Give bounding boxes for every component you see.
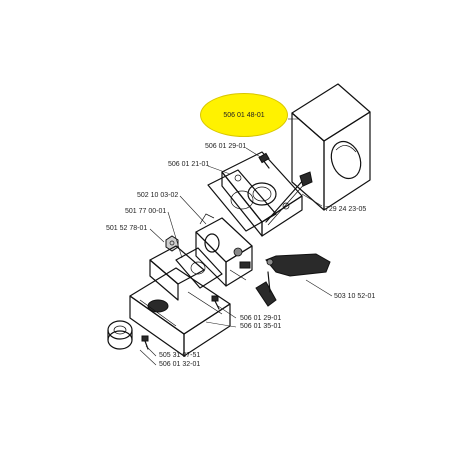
carburettor-housing: [129, 245, 231, 357]
air-filter-block: [291, 83, 371, 211]
intake-flange: [221, 151, 303, 237]
gasket: [207, 169, 277, 232]
part-label-503-10-52-01: 503 10 52-01: [334, 293, 376, 300]
part-label-502-10-03-02: 502 10 03-02: [137, 192, 179, 199]
part-label-729-24-23-05: 729 24 23-05: [325, 206, 367, 213]
highlighted-part-number: 506 01 48-01: [223, 111, 265, 119]
leader-lines: [139, 118, 333, 366]
top-screw: [258, 152, 270, 169]
throttle-lever: [255, 253, 331, 307]
part-label-505-31-07-51: 505 31 07-51: [159, 352, 201, 359]
highlighted-part-callout: 506 01 48-01: [200, 93, 288, 137]
part-label-506-01-29-01-bottom: 506 01 29-01: [240, 315, 282, 322]
part-label-506-01-35-01: 506 01 35-01: [240, 323, 282, 330]
long-bolt: [265, 171, 313, 226]
part-label-506-01-29-01-top: 506 01 29-01: [205, 143, 247, 150]
intake-bushing: [107, 320, 133, 350]
part-label-506-01-21-01: 506 01 21-01: [168, 161, 210, 168]
carburettor: [195, 213, 253, 287]
part-label-506-01-32-01: 506 01 32-01: [159, 361, 201, 368]
part-label-501-77-00-01: 501 77 00-01: [125, 208, 167, 215]
base-screws: [141, 295, 220, 350]
part-label-501-52-78-01: 501 52 78-01: [106, 225, 148, 232]
